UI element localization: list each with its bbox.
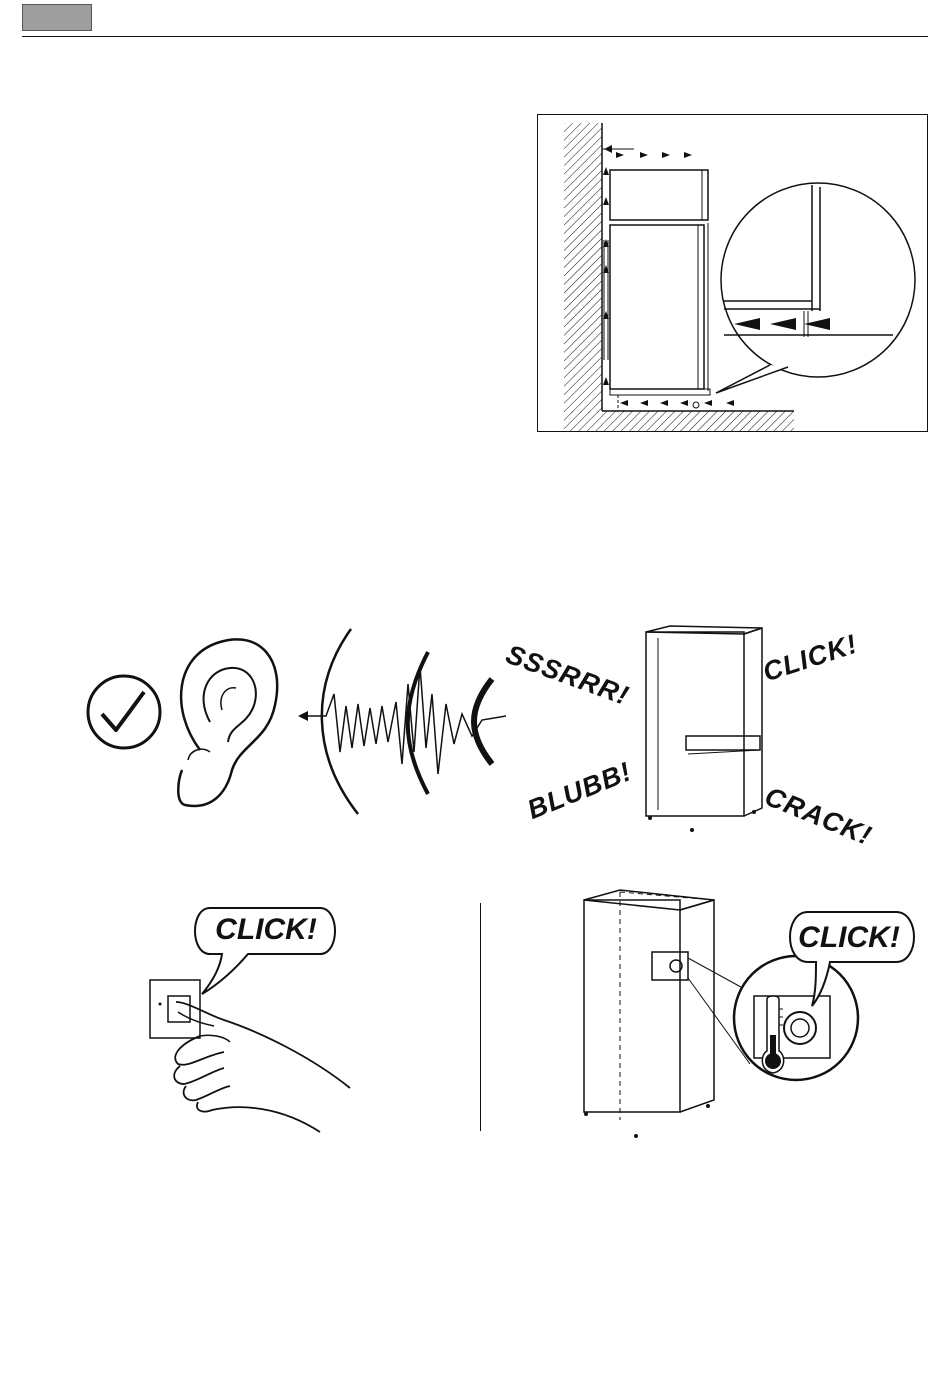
ventilation-diagram-drawing — [538, 115, 928, 432]
check-circle-icon — [86, 674, 166, 754]
sound-label-blubb: BLUBB! — [523, 756, 636, 826]
ventilation-diagram — [537, 114, 928, 432]
ear-icon — [170, 630, 290, 820]
sound-label-click: CLICK! — [759, 629, 861, 689]
sound-label-crack: CRACK! — [760, 781, 876, 852]
fridge-freezer-drawing — [640, 624, 770, 834]
thermostat-click-bubble-text: CLICK! — [784, 920, 914, 956]
sound-label-sssrrr: SSSRRR! — [502, 639, 633, 712]
thermometer-icon — [758, 995, 788, 1075]
switch-click-bubble-text: CLICK! — [196, 912, 336, 948]
illustration-divider — [480, 903, 481, 1131]
header-tab — [22, 4, 92, 31]
sound-wave-drawing — [296, 624, 496, 824]
header-rule — [22, 36, 928, 37]
